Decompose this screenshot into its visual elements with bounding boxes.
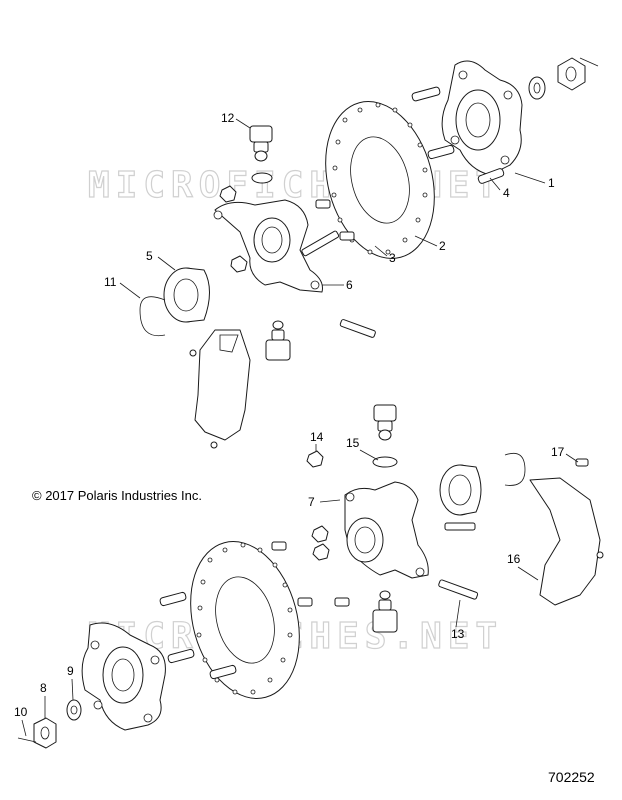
castle-nut-lower bbox=[33, 717, 57, 749]
callout-leader-17 bbox=[565, 453, 579, 463]
brake-disc-lower bbox=[190, 541, 300, 699]
wheel-studs-upper bbox=[411, 86, 505, 184]
callout-leader-1 bbox=[514, 172, 546, 184]
callout-leader-5 bbox=[157, 256, 176, 271]
hub-lower bbox=[81, 622, 166, 731]
callout-leader-2 bbox=[414, 235, 438, 247]
knuckle-upper bbox=[213, 199, 323, 293]
ball-joint-lower-top bbox=[373, 404, 397, 441]
washer-lower bbox=[66, 699, 82, 721]
callout-leader-13 bbox=[455, 599, 461, 628]
callout-11: 11 bbox=[104, 275, 117, 289]
callout-leader-11 bbox=[119, 282, 141, 299]
retaining-ring-upper bbox=[139, 296, 166, 337]
bolt-13 bbox=[438, 579, 479, 600]
ball-joint-upper bbox=[249, 125, 273, 162]
callout-leader-3 bbox=[374, 245, 388, 257]
washer-upper bbox=[528, 76, 546, 100]
callout-14: 14 bbox=[310, 430, 324, 444]
callout-leader-15 bbox=[359, 449, 379, 461]
callout-8: 8 bbox=[40, 681, 47, 695]
watermark-top: MICROFICHES.NET bbox=[88, 165, 503, 206]
drawing-number: 702252 bbox=[548, 769, 595, 785]
callout-15: 15 bbox=[346, 436, 360, 450]
nut-upper-b bbox=[230, 255, 248, 273]
callout-7: 7 bbox=[308, 495, 315, 509]
callout-2: 2 bbox=[439, 239, 446, 253]
callout-10: 10 bbox=[14, 705, 28, 719]
callout-1: 1 bbox=[548, 176, 555, 190]
nut-14 bbox=[306, 450, 324, 468]
callout-5: 5 bbox=[146, 249, 153, 263]
retaining-ring-lower bbox=[504, 452, 526, 486]
callout-12: 12 bbox=[221, 111, 235, 125]
callout-9: 9 bbox=[67, 664, 74, 678]
copyright-notice: © 2017 Polaris Industries Inc. bbox=[32, 488, 202, 503]
nut-upper-a bbox=[219, 185, 237, 203]
bolts-upper bbox=[301, 199, 355, 257]
ball-joint-mid bbox=[265, 320, 291, 361]
callout-6: 6 bbox=[346, 278, 353, 292]
hub-upper bbox=[441, 60, 523, 176]
ball-joint-bottom bbox=[372, 590, 398, 633]
bearing-lower bbox=[439, 464, 482, 516]
callout-3: 3 bbox=[389, 251, 396, 265]
cotter-pin-lower bbox=[17, 737, 37, 743]
wheel-studs-lower bbox=[159, 591, 237, 680]
callout-leader-16 bbox=[517, 566, 539, 581]
callout-leader-4 bbox=[489, 177, 501, 191]
snap-ring-upper bbox=[251, 172, 273, 184]
brake-disc-upper bbox=[325, 101, 435, 259]
bolt-17 bbox=[575, 458, 589, 467]
bearing-upper bbox=[163, 267, 210, 323]
callout-leader-10 bbox=[21, 719, 27, 737]
callout-4: 4 bbox=[503, 186, 510, 200]
callout-leader-9 bbox=[71, 678, 74, 701]
callout-13: 13 bbox=[451, 627, 465, 641]
bolts-lower bbox=[271, 541, 350, 607]
nut-lower-a bbox=[311, 525, 329, 543]
cotter-pin-upper bbox=[579, 57, 599, 67]
callout-leader-7 bbox=[319, 499, 341, 503]
callout-17: 17 bbox=[551, 445, 565, 459]
caliper-bracket-upper bbox=[189, 329, 251, 449]
knuckle-lower bbox=[344, 481, 429, 579]
caliper-bracket-lower bbox=[529, 477, 604, 606]
castle-nut-upper bbox=[557, 57, 586, 91]
callout-16: 16 bbox=[507, 552, 521, 566]
callout-leader-12 bbox=[235, 118, 251, 129]
bolt-lower-mid bbox=[444, 522, 476, 531]
snap-ring-lower bbox=[372, 456, 398, 468]
nut-lower-b bbox=[312, 543, 330, 561]
bolt-knuckle-lower bbox=[339, 319, 376, 338]
